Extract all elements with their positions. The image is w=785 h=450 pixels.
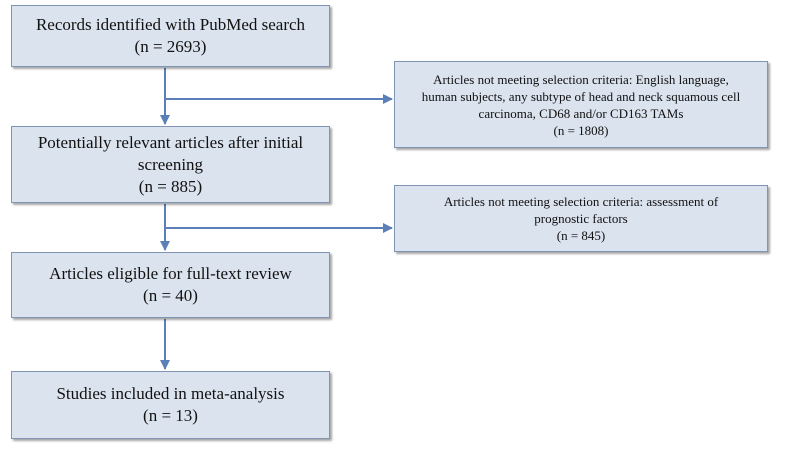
- exclusion-line3: carcinoma, CD68 and/or CD163 TAMs: [478, 105, 684, 121]
- exclusion-line2: human subjects, any subtype of head and …: [421, 88, 741, 104]
- step-title: Studies included in meta-analysis: [56, 384, 285, 403]
- step-box-identified: Records identified with PubMed search (n…: [11, 5, 330, 67]
- step-count: (n = 885): [138, 176, 203, 196]
- step-count: (n = 40): [143, 286, 198, 305]
- exclusion-line1: Articles not meeting selection criteria:…: [433, 71, 729, 87]
- step-count: (n = 13): [143, 406, 198, 425]
- step-title-line1: Potentially relevant articles after init…: [37, 132, 304, 152]
- step-box-included: Studies included in meta-analysis (n = 1…: [11, 371, 330, 439]
- step-title-line2: screening: [137, 154, 204, 174]
- exclusion-count: (n = 845): [556, 228, 606, 243]
- step-title: Articles eligible for full-text review: [49, 264, 292, 283]
- step-box-screened: Potentially relevant articles after init…: [11, 126, 330, 203]
- step-count: (n = 2693): [134, 37, 207, 56]
- exclusion-box-prognostic: Articles not meeting selection criteria:…: [394, 185, 768, 252]
- step-box-eligible: Articles eligible for full-text review (…: [11, 252, 330, 318]
- exclusion-box-criteria: Articles not meeting selection criteria:…: [394, 61, 768, 148]
- exclusion-line1: Articles not meeting selection criteria:…: [443, 194, 719, 209]
- exclusion-count: (n = 1808): [553, 122, 609, 138]
- step-title: Records identified with PubMed search: [35, 15, 306, 34]
- exclusion-line2: prognostic factors: [534, 211, 628, 226]
